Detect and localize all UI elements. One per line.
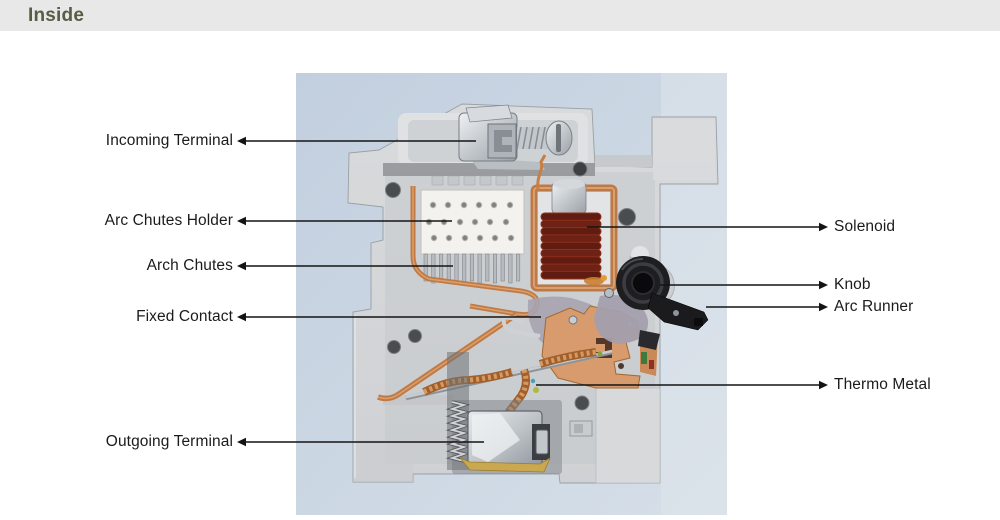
solenoid [530, 154, 618, 292]
knob [594, 256, 675, 344]
arrowhead-arch-chutes [237, 261, 246, 271]
arrowhead-incoming-terminal [237, 136, 246, 146]
arrowhead-arc-runner [819, 302, 828, 312]
outgoing-terminal [445, 352, 562, 474]
part-label-outgoing-terminal: Outgoing Terminal [105, 433, 233, 450]
part-label-thermo-metal: Thermo Metal [834, 376, 931, 393]
page-title: Inside [28, 4, 85, 26]
part-label-arc-runner: Arc Runner [834, 298, 914, 315]
arc-chutes [423, 253, 521, 284]
part-label-fixed-contact: Fixed Contact [136, 308, 233, 325]
arrowhead-outgoing-terminal [237, 437, 246, 447]
incoming-terminal [458, 104, 573, 170]
part-label-incoming-terminal: Incoming Terminal [105, 132, 233, 149]
arc-runner [638, 292, 709, 350]
arrowhead-arc-chutes-holder [237, 216, 246, 226]
arc-chutes-holder [420, 175, 525, 255]
arrowhead-solenoid [819, 222, 828, 232]
arrowhead-fixed-contact [237, 312, 246, 322]
arrowhead-knob [819, 280, 828, 290]
part-label-arc-chutes-holder: Arc Chutes Holder [104, 212, 233, 229]
arrowhead-thermo-metal [819, 380, 828, 390]
part-label-arch-chutes: Arch Chutes [146, 257, 233, 274]
header-bar: Inside [0, 0, 1000, 31]
part-label-solenoid: Solenoid [834, 218, 896, 235]
arrows-layer [237, 136, 828, 447]
part-label-knob: Knob [834, 276, 871, 293]
